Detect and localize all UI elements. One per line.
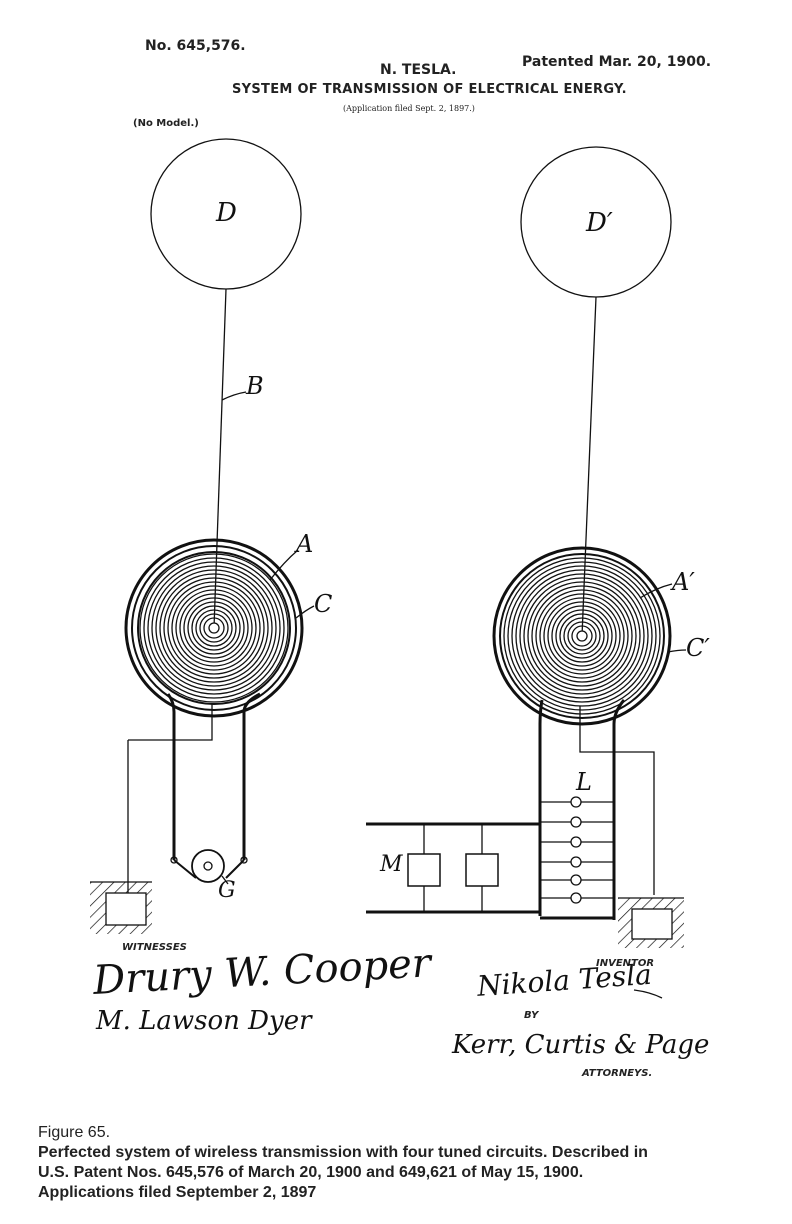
label-a-prime: A′ <box>672 568 695 596</box>
model-note: (No Model.) <box>133 118 199 129</box>
coil-a-prime-right <box>492 546 672 726</box>
motor-m-1 <box>407 853 441 887</box>
generator-g <box>191 849 225 883</box>
conductor-b <box>213 288 227 629</box>
inventor-name-header: N. TESLA. <box>380 62 457 78</box>
label-g: G <box>218 878 236 903</box>
leader-b <box>221 391 247 401</box>
signature-flourish <box>633 989 663 999</box>
ground-plate-right <box>618 897 684 948</box>
caption-line-2: U.S. Patent Nos. 645,576 of March 20, 19… <box>38 1164 584 1181</box>
label-c-prime: C′ <box>686 634 710 662</box>
ground-plate-left <box>90 881 152 934</box>
motor-m-2 <box>465 853 499 887</box>
coil-a-left <box>124 538 304 718</box>
attorneys-signature: Kerr, Curtis & Page <box>452 1030 710 1060</box>
witnesses-label: WITNESSES <box>122 942 187 953</box>
lamps-l <box>540 796 614 904</box>
left-circuit <box>127 692 261 893</box>
application-note: (Application filed Sept. 2, 1897.) <box>343 104 475 113</box>
leader-a <box>269 549 299 581</box>
by-label: BY <box>524 1010 539 1021</box>
patent-title: SYSTEM OF TRANSMISSION OF ELECTRICAL ENE… <box>232 82 627 97</box>
label-a: A <box>296 530 314 558</box>
leader-c-prime <box>667 649 687 653</box>
leader-a-prime <box>639 583 673 599</box>
leader-g <box>221 875 229 885</box>
inventor-label: INVENTOR <box>596 958 655 969</box>
label-d-prime: D′ <box>586 208 613 238</box>
conductor-b-prime <box>581 296 597 637</box>
figure-label: Figure 65. <box>38 1124 111 1141</box>
label-b: B <box>246 372 264 400</box>
caption-line-3: Applications filed September 2, 1897 <box>38 1184 317 1201</box>
patent-number: No. 645,576. <box>145 38 246 54</box>
witness-2-signature: M. Lawson Dyer <box>96 1006 312 1036</box>
leader-c <box>295 605 315 619</box>
caption-line-1: Perfected system of wireless transmissio… <box>38 1144 648 1161</box>
label-m: M <box>380 852 403 877</box>
attorneys-label: ATTORNEYS. <box>582 1068 653 1079</box>
label-c: C <box>314 590 333 618</box>
label-d: D <box>216 198 237 228</box>
right-circuit <box>366 699 655 920</box>
patent-date: Patented Mar. 20, 1900. <box>522 54 712 70</box>
label-l: L <box>576 768 592 796</box>
